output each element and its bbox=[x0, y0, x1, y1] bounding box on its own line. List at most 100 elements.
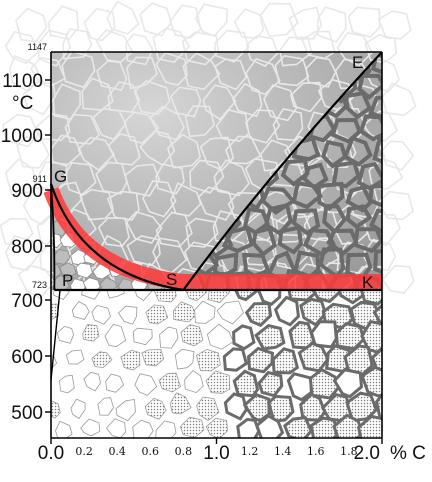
pearlite-grain bbox=[283, 415, 313, 438]
pearlite-grain bbox=[332, 368, 364, 399]
line-se bbox=[182, 51, 383, 291]
pearlite-grain bbox=[115, 399, 137, 422]
pearlite-grain bbox=[244, 301, 273, 328]
austenite-grain bbox=[170, 182, 202, 217]
pearlite-grain bbox=[205, 370, 231, 394]
cementite-grain-boundary bbox=[302, 162, 329, 190]
pearlite-grain bbox=[232, 324, 256, 351]
austenite-grain bbox=[169, 4, 202, 39]
pearlite-grain bbox=[80, 418, 101, 437]
pearlite-grain bbox=[91, 351, 113, 368]
pearlite-grain bbox=[155, 420, 177, 438]
pearlite-grain bbox=[223, 392, 248, 421]
pearlite-grain bbox=[104, 324, 127, 348]
x-minor-tick-label: 1.8 bbox=[340, 445, 358, 458]
pearlite-grains bbox=[51, 290, 414, 438]
cementite-grain-boundary bbox=[192, 52, 218, 54]
pearlite-grain bbox=[356, 414, 382, 438]
x-minor-tick-label: 1.2 bbox=[241, 445, 259, 458]
austenite-grain bbox=[213, 159, 250, 197]
cementite-grain-boundary bbox=[291, 180, 323, 210]
austenite-grain bbox=[4, 158, 37, 196]
austenite-grain bbox=[231, 82, 263, 118]
y-tick-label: 600 bbox=[11, 347, 43, 368]
austenite-grain bbox=[303, 207, 340, 242]
austenite-grain bbox=[17, 264, 56, 300]
pearlite-grain bbox=[55, 420, 73, 438]
pearlite-grain bbox=[106, 290, 125, 299]
austenite-grain bbox=[152, 27, 191, 64]
pearlite-grain bbox=[185, 290, 207, 302]
pearlite-grain bbox=[132, 419, 154, 438]
pearlite-grain bbox=[207, 290, 230, 303]
cementite-grain-boundary bbox=[277, 225, 304, 255]
austenite-grain bbox=[64, 113, 101, 145]
austenite-grain bbox=[214, 58, 248, 91]
austenite-grain bbox=[126, 56, 159, 90]
point-e-label: E bbox=[352, 53, 363, 72]
pearlite-grain bbox=[58, 374, 75, 394]
austenite-grain bbox=[95, 161, 128, 195]
pearlite-grain bbox=[145, 304, 169, 325]
pearlite-grain bbox=[337, 290, 367, 305]
austenite-grain bbox=[96, 60, 128, 92]
austenite-grain bbox=[368, 156, 404, 190]
pearlite-grain bbox=[233, 290, 260, 302]
austenite-grain bbox=[336, 31, 374, 67]
y-tick-label: 900 bbox=[11, 181, 43, 202]
austenite-grain bbox=[47, 5, 80, 41]
austenite-grain bbox=[305, 56, 337, 88]
point-k-label: K bbox=[362, 273, 374, 292]
y-special-tick-label: 911 bbox=[33, 174, 47, 184]
austenite-grain bbox=[377, 10, 412, 40]
austenite-grain bbox=[381, 82, 417, 116]
x-tick-label: 2.0 bbox=[354, 443, 380, 464]
pearlite-grain bbox=[194, 300, 216, 324]
pearlite-grain bbox=[141, 349, 165, 367]
cementite-grain-boundary bbox=[221, 225, 255, 254]
austenite-grain bbox=[124, 163, 161, 197]
austenite-grain bbox=[124, 33, 154, 66]
line-p-down bbox=[50, 289, 61, 381]
pearlite-grain bbox=[132, 327, 153, 346]
cementite-grain-boundary bbox=[342, 135, 373, 167]
pearlite-grain bbox=[255, 414, 285, 438]
pearlite-grain bbox=[169, 392, 192, 415]
cementite-grain-boundary bbox=[369, 208, 382, 238]
cementite-grain-boundary bbox=[346, 52, 375, 55]
pearlite-grain bbox=[359, 290, 382, 306]
austenite-grain bbox=[316, 6, 347, 43]
pearlite-grain bbox=[81, 290, 101, 300]
pearlite-grain bbox=[184, 370, 204, 394]
austenite-grain bbox=[197, 186, 235, 221]
austenite-grain bbox=[22, 80, 57, 116]
pearlite-grain bbox=[384, 319, 414, 348]
line-gs bbox=[49, 183, 184, 292]
pearlite-grain bbox=[71, 300, 90, 320]
x-minor-tick-label: 1.4 bbox=[274, 445, 292, 458]
austenite-grain bbox=[155, 163, 185, 195]
cementite-grain-boundary bbox=[358, 114, 382, 142]
pearlite-grain bbox=[153, 290, 177, 303]
cementite-grain-boundary bbox=[385, 272, 413, 300]
austenite-grain bbox=[139, 2, 172, 37]
pearlite-grain bbox=[256, 290, 282, 307]
lower-region bbox=[51, 290, 414, 438]
x-minor-tick-label: 0.6 bbox=[142, 445, 160, 458]
austenite-grain bbox=[376, 190, 415, 221]
austenite-grain bbox=[63, 161, 97, 196]
pearlite-grain bbox=[91, 304, 111, 325]
point-p-label: P bbox=[62, 271, 73, 290]
pearlite-grain bbox=[56, 325, 75, 344]
austenite-grain bbox=[184, 105, 216, 138]
pearlite-grain bbox=[52, 290, 70, 300]
x-minor-tick-label: 1.6 bbox=[307, 445, 325, 458]
austenite-grain bbox=[61, 50, 96, 89]
pearlite-grain bbox=[374, 391, 382, 421]
x-minor-tick-label: 0.2 bbox=[75, 445, 93, 458]
austenite-grain bbox=[4, 30, 40, 65]
cementite-grain-boundary bbox=[372, 136, 382, 166]
austenite-grain bbox=[79, 188, 114, 221]
y-special-tick-label: 723 bbox=[32, 280, 47, 290]
cementite-grain-boundary bbox=[357, 73, 382, 101]
